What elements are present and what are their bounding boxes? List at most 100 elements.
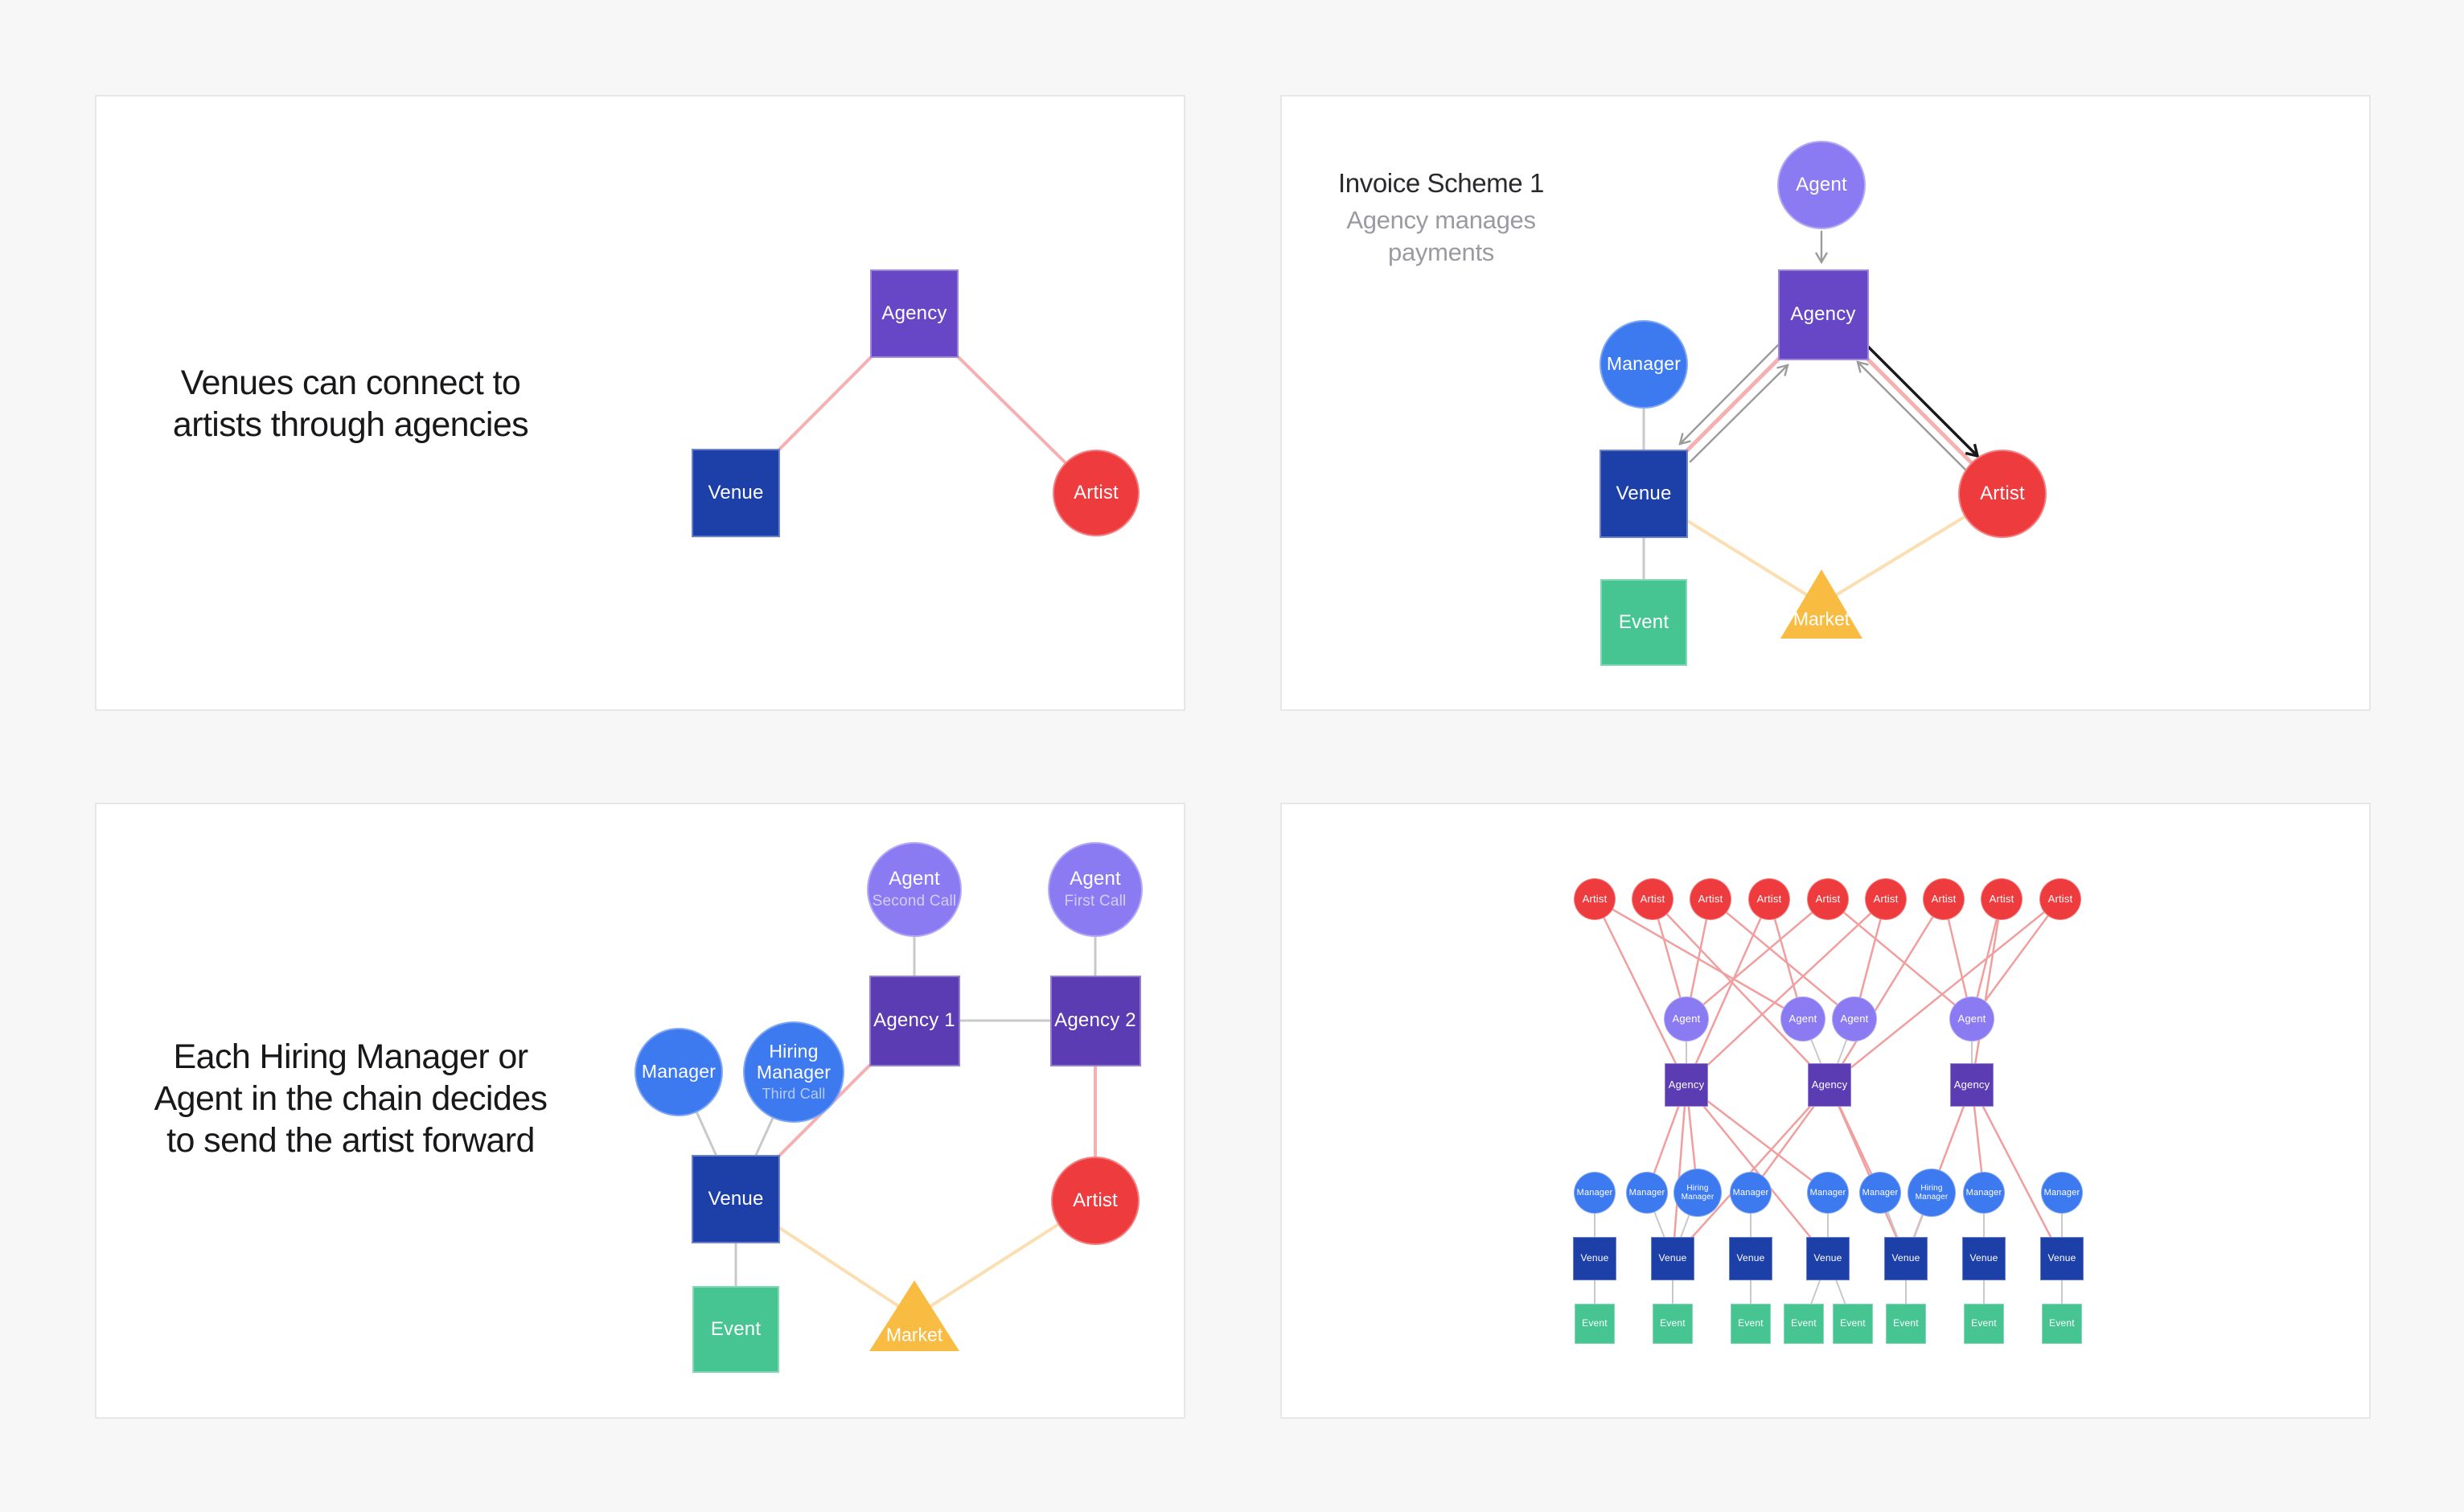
agent-node-3-label: Agent <box>1840 1012 1869 1025</box>
hiring-manager-node-2-label: Hiring Manager <box>1915 1184 1949 1202</box>
edge <box>1678 338 1785 446</box>
manager-node-3: Manager <box>1730 1172 1772 1214</box>
caption-line: Each Hiring Manager or <box>173 1037 529 1076</box>
edge <box>1651 898 1831 1087</box>
edge <box>1593 898 1688 1087</box>
event-node-1: Event <box>1575 1304 1615 1344</box>
panel-invoice-scheme-1: Invoice Scheme 1 Agency manages payments… <box>1280 95 2371 711</box>
venue-node-6-label: Venue <box>1969 1252 1998 1264</box>
edge <box>1970 1083 2064 1260</box>
venue-node-7-label: Venue <box>2047 1252 2076 1264</box>
venue-node-2-label: Venue <box>1658 1252 1687 1264</box>
panel-venues-connect: Venues can connect to artists through ag… <box>95 95 1185 711</box>
manager-node-label: Manager <box>1606 353 1682 375</box>
panel-1-caption: Venues can connect to artists through ag… <box>150 362 552 446</box>
event-node-6: Event <box>1886 1304 1926 1344</box>
event-node-label: Event <box>1618 610 1669 633</box>
agency-2-node: Agency 2 <box>1049 975 1141 1066</box>
p1-edges-layer <box>734 312 1098 495</box>
agent-second-call-node-label: Agent <box>889 867 940 890</box>
venue-node-2: Venue <box>1651 1237 1694 1280</box>
market-node-label: Market <box>885 1324 943 1346</box>
venue-node: Venue <box>692 1155 780 1243</box>
edge <box>1856 360 1969 473</box>
venue-node: Venue <box>692 449 780 537</box>
agency-node: Agency <box>1777 269 1869 360</box>
manager-node-2: Manager <box>1626 1172 1668 1214</box>
edge <box>1970 898 2003 1087</box>
event-node-4: Event <box>1784 1304 1824 1344</box>
panel-3-caption: Each Hiring Manager or Agent in the chai… <box>125 1036 576 1161</box>
caption-line: artists through agencies <box>172 405 529 444</box>
venue-node-label: Venue <box>1616 482 1672 504</box>
agency-node-1-label: Agency <box>1668 1078 1705 1091</box>
edge <box>1685 898 1887 1087</box>
venue-node-7: Venue <box>2040 1237 2084 1280</box>
agent-first-call-node-label: Agent <box>1070 867 1121 890</box>
agent-node-1-label: Agent <box>1672 1012 1701 1025</box>
agent-node-label: Agent <box>1796 173 1847 195</box>
venue-node-4: Venue <box>1806 1237 1850 1280</box>
event-node-2-label: Event <box>1660 1317 1686 1329</box>
venue-node-5-label: Venue <box>1891 1252 1920 1264</box>
agency-node-2-label: Agency <box>1811 1078 1848 1091</box>
manager-node-6: Manager <box>1963 1172 2005 1214</box>
venue-node-3-label: Venue <box>1736 1252 1765 1264</box>
manager-node-7-label: Manager <box>2043 1187 2080 1198</box>
hiring-manager-node-label: Hiring Manager <box>756 1041 832 1083</box>
edge <box>1685 1083 1830 1260</box>
event-node-8: Event <box>2042 1304 2082 1344</box>
edge <box>1685 898 1771 1087</box>
agent-node: Agent <box>1777 141 1866 229</box>
event-node-2: Event <box>1653 1304 1693 1344</box>
agent-second-call-node-sublabel: Second Call <box>872 893 957 910</box>
artist-node: Artist <box>1958 450 2047 538</box>
manager-node-label: Manager <box>641 1061 717 1083</box>
event-node-1-label: Event <box>1582 1317 1608 1329</box>
edge <box>1826 898 1973 1021</box>
artist-node-1-label: Artist <box>1582 892 1608 905</box>
caption-line: to send the artist forward <box>166 1121 535 1160</box>
manager-node-4-label: Manager <box>1809 1187 1846 1198</box>
artist-node-3-label: Artist <box>1698 892 1723 905</box>
event-node-3-label: Event <box>1738 1317 1764 1329</box>
p3-edges-layer <box>677 888 1097 1351</box>
event-node-6-label: Event <box>1893 1317 1919 1329</box>
edge <box>1709 898 1856 1021</box>
manager-node-1-label: Manager <box>1576 1187 1613 1198</box>
agency-1-node: Agency 1 <box>869 975 960 1066</box>
edge <box>1970 898 2062 1021</box>
hiring-manager-node-sublabel: Third Call <box>762 1085 826 1102</box>
agency-2-node-label: Agency 2 <box>1054 1009 1136 1031</box>
venue-node-5: Venue <box>1884 1237 1928 1280</box>
manager-node: Manager <box>634 1028 723 1116</box>
artist-node-5: Artist <box>1807 878 1849 920</box>
artist-node-6: Artist <box>1865 878 1907 920</box>
manager-node-4: Manager <box>1807 1172 1849 1214</box>
event-node-8-label: Event <box>2049 1317 2075 1329</box>
event-node: Event <box>692 1286 779 1373</box>
venue-node: Venue <box>1600 450 1688 538</box>
edge <box>1685 1083 1830 1194</box>
edge <box>1828 898 1945 1087</box>
artist-node-4: Artist <box>1748 878 1790 920</box>
artist-node-1: Artist <box>1574 878 1616 920</box>
agency-node-2: Agency <box>1808 1063 1851 1107</box>
event-node-3: Event <box>1731 1304 1771 1344</box>
venue-node-label: Venue <box>708 481 764 503</box>
market-node-label: Market <box>1793 608 1850 630</box>
artist-node-2-label: Artist <box>1640 892 1665 905</box>
panel-2-subtitle-line: payments <box>1388 238 1494 266</box>
manager-node-1: Manager <box>1574 1172 1616 1214</box>
panel-2-subtitle-line: Agency manages <box>1346 206 1536 234</box>
venue-node-label: Venue <box>708 1187 764 1210</box>
agency-node-3-label: Agency <box>1953 1078 1990 1091</box>
artist-node-2: Artist <box>1632 878 1673 920</box>
agent-first-call-node-sublabel: First Call <box>1064 893 1127 910</box>
caption-line: Venues can connect to <box>180 364 521 402</box>
manager-node-5-label: Manager <box>1862 1187 1899 1198</box>
